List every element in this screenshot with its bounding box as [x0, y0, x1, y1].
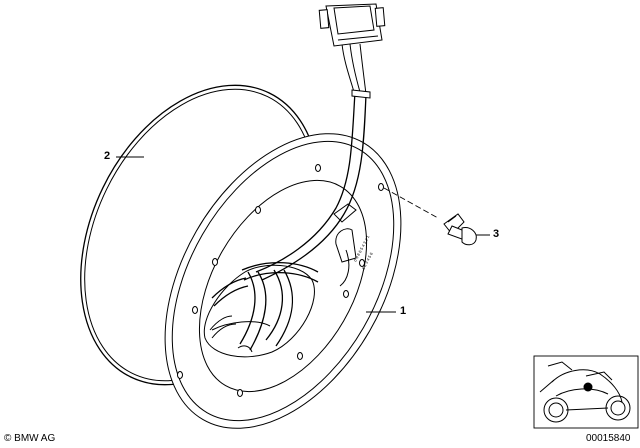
wiring-harness[interactable] — [255, 43, 371, 281]
location-marker-icon — [583, 382, 593, 392]
bolt-holes — [177, 164, 384, 397]
copyright-text: © BMW AG — [4, 433, 56, 444]
bolt[interactable] — [443, 213, 477, 246]
diagram-id: 00015840 — [586, 433, 631, 444]
callout-1: 1 — [400, 305, 407, 317]
electrical-connector[interactable] — [318, 3, 386, 47]
bolt-axis-line — [383, 187, 439, 219]
flange-plate[interactable] — [116, 92, 449, 448]
callout-2: 2 — [104, 150, 111, 162]
callout-3: 3 — [493, 228, 500, 240]
motorcycle-thumbnail — [533, 355, 639, 429]
